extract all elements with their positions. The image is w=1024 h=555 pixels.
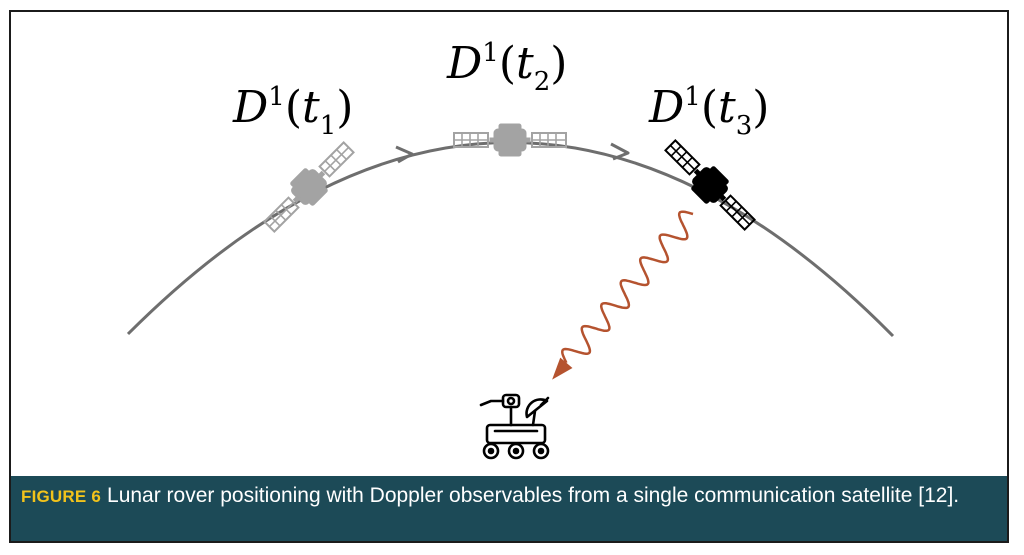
satellite-t3-icon	[658, 133, 762, 237]
label-subscript: 3	[735, 111, 753, 141]
label-superscript: 1	[684, 82, 701, 112]
orbit-arc	[126, 141, 895, 338]
label-subscript: 1	[319, 111, 337, 141]
figure-caption: FIGURE 6 Lunar rover positioning with Dop…	[11, 476, 1007, 541]
doppler-signal-wave	[561, 210, 694, 364]
signal-arrowhead	[552, 357, 573, 380]
satellite-t2-icon	[453, 123, 567, 157]
label-subscript: 2	[533, 67, 551, 97]
label-d1-t3: D1(t3)	[649, 82, 770, 141]
orbit-arrowhead-1	[395, 145, 414, 164]
figure-number: FIGURE 6	[21, 487, 102, 506]
label-superscript: 1	[482, 38, 499, 68]
label-symbol: D	[233, 82, 269, 133]
diagram-canvas	[126, 123, 895, 460]
caption-text: Lunar rover positioning with Doppler obs…	[107, 484, 960, 507]
label-symbol: D	[649, 82, 685, 133]
label-d1-t1: D1(t1)	[233, 82, 354, 141]
label-d1-t2: D1(t2)	[447, 38, 568, 97]
label-symbol: D	[447, 38, 483, 89]
lunar-rover-icon	[479, 393, 550, 460]
label-superscript: 1	[268, 82, 285, 112]
orbit-arrowhead-2	[610, 142, 630, 161]
satellite-t1-icon	[257, 135, 361, 239]
